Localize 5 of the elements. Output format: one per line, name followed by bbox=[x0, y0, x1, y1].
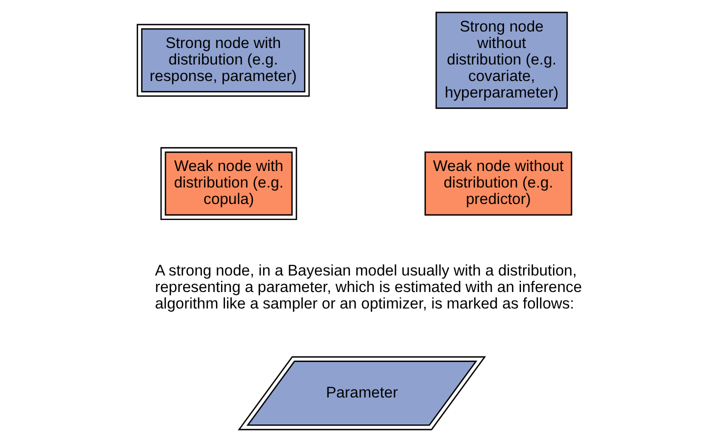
node-box: Weak node without distribution (e.g. predictor) bbox=[424, 152, 572, 216]
node-box: Strong node with distribution (e.g. response, parameter) bbox=[136, 24, 310, 97]
label: A strong node, in a Bayesian model usually with a distribution, representing a parameter, which is estimated with an inference algorithm like a sampler or an optimizer, is marked as follows: bbox=[154, 262, 582, 313]
node-box: Strong node without distribution (e.g. covariate, hyperparameter) bbox=[435, 12, 568, 109]
node-box: Weak node with distribution (e.g. copula) bbox=[160, 147, 297, 220]
